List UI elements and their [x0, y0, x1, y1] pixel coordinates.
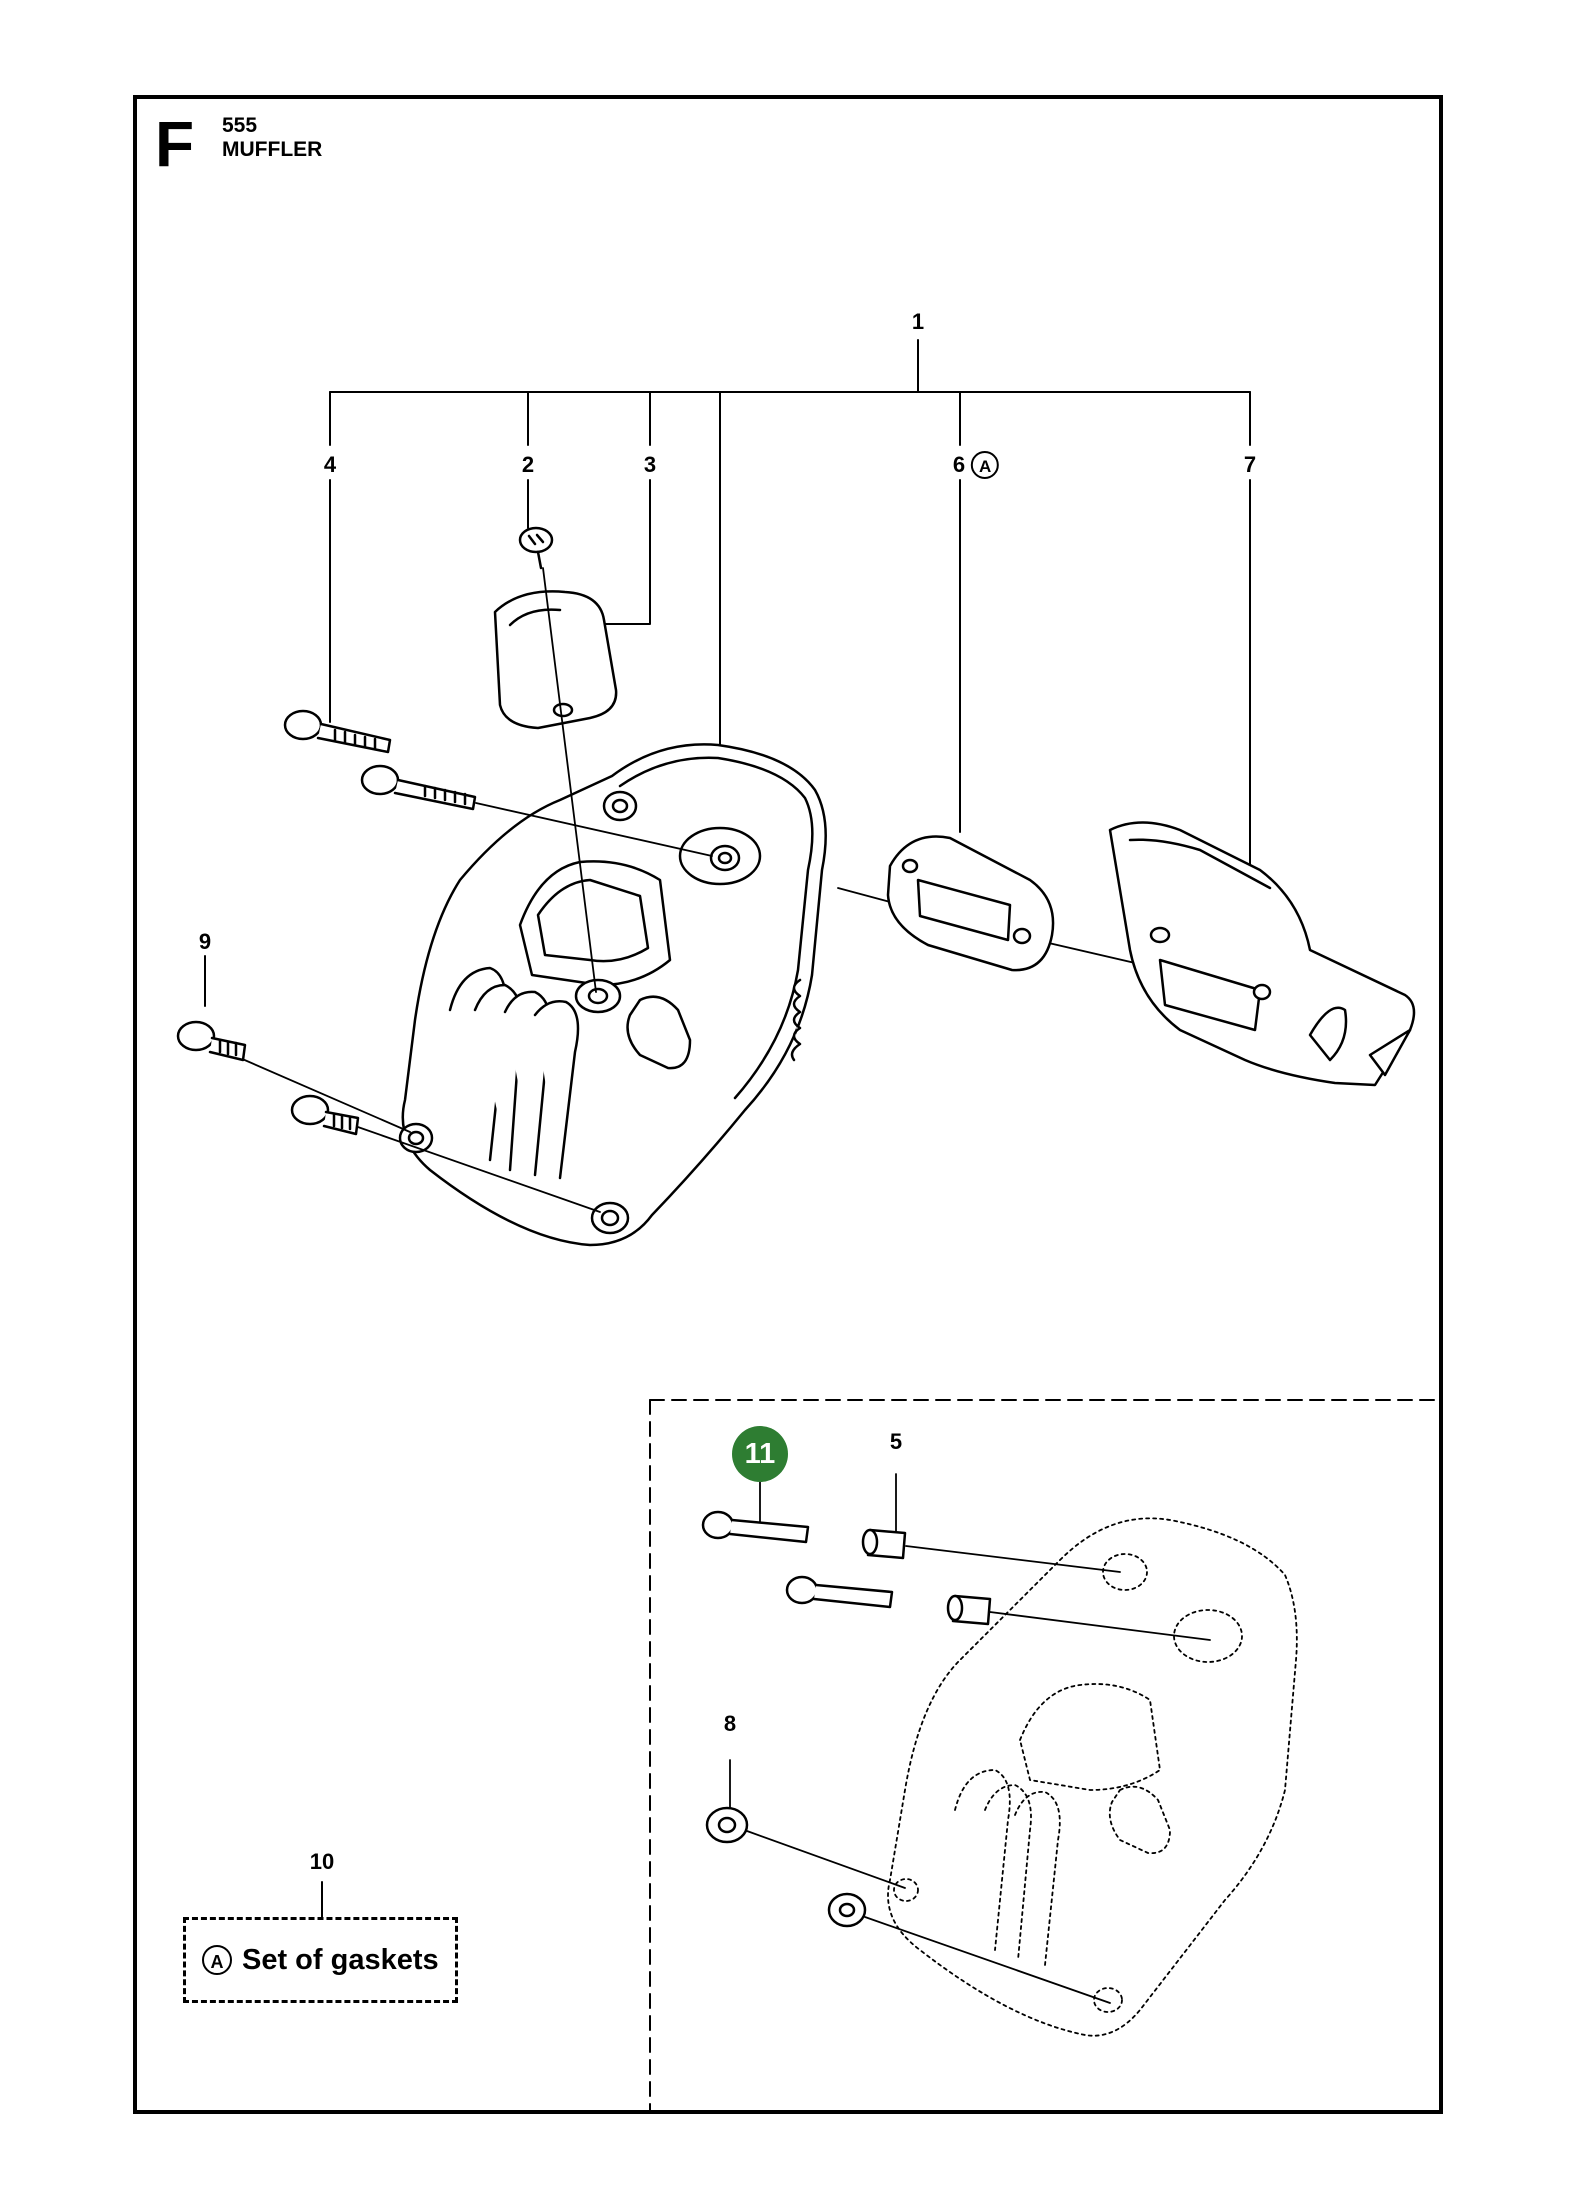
inset-muffler-body [887, 1517, 1298, 2037]
callout-9: 9 [198, 929, 212, 954]
leader-tree-1 [204, 339, 1251, 1007]
callout-6: 6 A [952, 451, 1000, 479]
muffler-body-part-1 [398, 743, 827, 1247]
callout-4: 4 [323, 452, 337, 477]
inset-bolt-11 [701, 1510, 894, 1609]
callout-2: 2 [521, 452, 535, 477]
screw-part-2 [518, 526, 554, 570]
gasket-set-label: Set of gaskets [242, 1943, 439, 1976]
deflector-cap-part-3 [493, 590, 618, 730]
callout-10: 10 [309, 1849, 335, 1874]
screw-part-4 [283, 709, 392, 754]
callout-5: 5 [889, 1429, 903, 1454]
heat-shield-part-7 [1108, 821, 1416, 1087]
gasket-part-6 [886, 835, 1055, 972]
callout-11-highlight-badge: 11 [732, 1426, 788, 1482]
section-title: MUFFLER [222, 138, 323, 161]
reference-a-symbol: A [971, 451, 1000, 479]
callout-3: 3 [643, 452, 657, 477]
inset-spacer-5 [861, 1528, 992, 1626]
diagram-frame [133, 95, 1443, 2114]
callout-1: 1 [911, 309, 925, 334]
inset-region [649, 1399, 1441, 2111]
inset-assembly-lines [729, 1473, 1211, 2004]
callout-6-number: 6 [952, 452, 966, 477]
screw-part-4b [360, 764, 477, 811]
callout-8: 8 [723, 1711, 737, 1736]
section-letter: F [155, 108, 195, 180]
inset-washer-8 [705, 1806, 867, 1928]
callout-7: 7 [1243, 452, 1257, 477]
screw-part-9 [176, 1020, 247, 1062]
model-number: 555 [222, 114, 258, 137]
screw-part-9b [290, 1094, 360, 1136]
reference-a-symbol: A [202, 1945, 232, 1975]
gasket-set-note: A Set of gaskets [183, 1917, 458, 2003]
